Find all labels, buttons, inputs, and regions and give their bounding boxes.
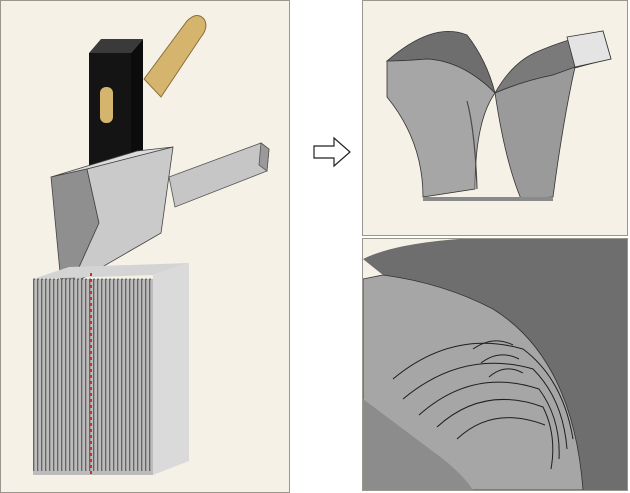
fracture-arc	[418, 381, 560, 460]
hammer-handle	[143, 15, 207, 98]
fracture-arc	[392, 342, 574, 440]
block-layer-line	[129, 278, 131, 471]
block-layer-line	[149, 278, 151, 471]
block-layer-line	[93, 278, 95, 471]
block-layer-line	[133, 278, 135, 471]
layer-lines	[33, 278, 151, 471]
block-layer-line	[141, 278, 143, 471]
block-layer-line	[137, 278, 139, 471]
block-layer-line	[113, 278, 115, 471]
block-layer-line	[33, 278, 35, 471]
block-layer-line	[117, 278, 119, 471]
fracture-arc	[488, 368, 524, 378]
handle-eye	[100, 87, 113, 123]
block-layer-line	[89, 278, 91, 471]
block-layer-line	[105, 278, 107, 471]
split-block-illustration	[385, 30, 612, 201]
arrow-container	[306, 132, 356, 172]
fracture-arc	[456, 417, 546, 440]
block-layer-line	[65, 278, 67, 471]
block-layer-line	[97, 278, 99, 471]
hammer-head	[89, 39, 143, 167]
block-layer-line	[85, 278, 87, 471]
block-layer-line	[145, 278, 147, 471]
split-result-panel	[362, 0, 628, 236]
fracture-closeup-illustration	[363, 239, 627, 490]
laminated-block	[33, 263, 189, 475]
block-layer-line	[37, 278, 39, 471]
block-layer-line	[69, 278, 71, 471]
wedge-handle-bar	[168, 142, 270, 208]
block-layer-line	[57, 278, 59, 471]
block-layer-line	[53, 278, 55, 471]
block-layer-line	[61, 278, 63, 471]
block-layer-line	[125, 278, 127, 471]
block-layer-line	[101, 278, 103, 471]
block-layer-line	[109, 278, 111, 471]
block-layer-line	[41, 278, 43, 471]
fracture-arc	[480, 354, 520, 364]
block-layer-line	[77, 278, 79, 471]
wedge	[50, 146, 174, 286]
right-arrow-icon	[313, 136, 351, 168]
block-layer-line	[49, 278, 51, 471]
splitting-illustration	[33, 15, 270, 475]
fracture-arc	[436, 398, 554, 470]
left-panel	[0, 0, 290, 493]
fracture-arc	[472, 340, 514, 350]
block-layer-line	[121, 278, 123, 471]
fracture-closeup-panel	[362, 238, 628, 491]
block-layer-line	[81, 278, 83, 471]
block-layer-line	[73, 278, 75, 471]
block-layer-line	[45, 278, 47, 471]
fracture-arc	[402, 362, 568, 450]
fracture-arcs	[392, 340, 574, 470]
